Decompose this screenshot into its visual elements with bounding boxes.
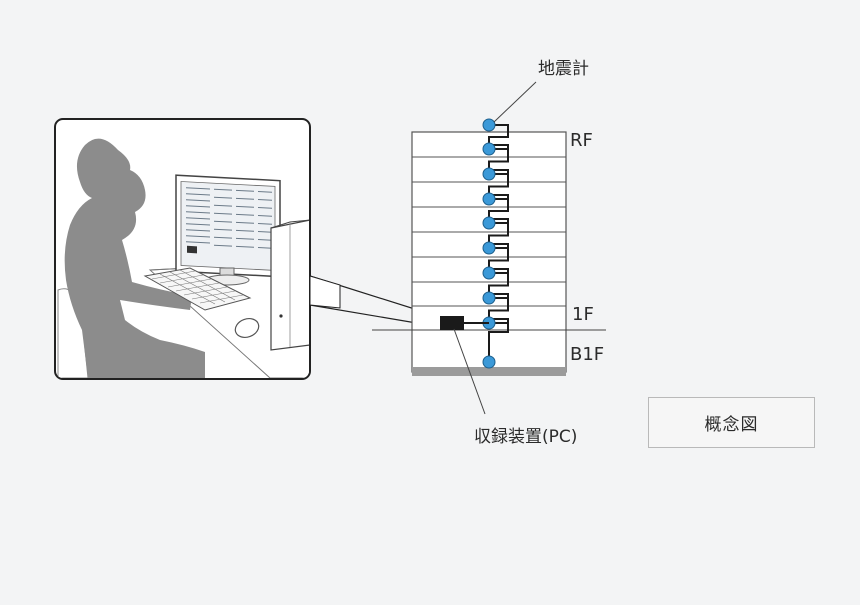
mouse-icon <box>234 317 260 339</box>
sensor-chain <box>482 118 509 369</box>
seismometer-node-icon <box>482 192 496 206</box>
recorder-label: 収録装置(PC) <box>474 427 577 447</box>
foundation <box>412 367 566 376</box>
pc-tower-icon <box>270 219 309 351</box>
seismometer-node-icon <box>482 142 496 156</box>
seismometer-node-icon <box>482 167 496 181</box>
recorder-box <box>440 316 464 330</box>
person-icon <box>64 138 206 378</box>
seismometer-leader <box>493 81 537 123</box>
basement-floor-label: B1F <box>570 344 604 365</box>
seismometer-node-icon <box>482 291 496 305</box>
seismometer-label: 地震計 <box>538 59 589 79</box>
operator-illustration <box>54 118 311 380</box>
caption-box: 概念図 <box>648 397 815 448</box>
seismometer-node-icon <box>482 118 496 132</box>
caption-text: 概念図 <box>704 415 759 435</box>
monitor-icon <box>175 174 281 286</box>
roof-floor-label: RF <box>570 130 593 151</box>
seismometer-node-icon <box>482 355 496 369</box>
seismometer-node-icon <box>482 241 496 255</box>
recorder-leader <box>453 328 486 415</box>
seismometer-node-icon <box>482 266 496 280</box>
keyboard-icon <box>143 267 252 311</box>
seismometer-node-icon <box>482 216 496 230</box>
first-floor-label: 1F <box>572 304 594 325</box>
